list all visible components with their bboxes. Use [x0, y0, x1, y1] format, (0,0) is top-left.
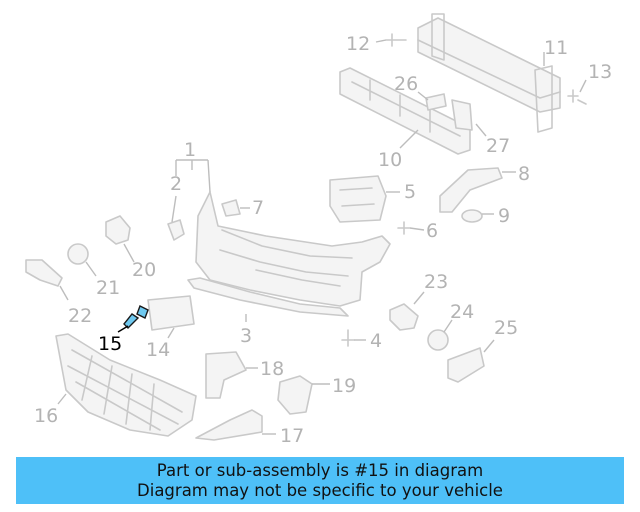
leader-10	[399, 129, 419, 149]
leader-20	[123, 243, 135, 263]
callout-6: 6	[426, 220, 438, 242]
part-24-cap	[427, 329, 449, 351]
callout-23: 23	[424, 271, 448, 293]
part-7-bracket	[221, 199, 241, 217]
part-3-spoiler	[187, 277, 349, 317]
callout-17: 17	[280, 425, 304, 447]
callout-3: 3	[240, 325, 252, 347]
part-26-bracket	[425, 93, 447, 111]
leader-22	[59, 285, 69, 301]
leader-14	[167, 327, 175, 339]
part-25-bracket	[447, 347, 485, 383]
leader-16	[57, 393, 67, 405]
parts-diagram: 1 2 3 4 5 6 7 8 9 10 11 12 13 14 15 16 1…	[25, 13, 612, 447]
part-19-cover	[277, 375, 313, 415]
part-4-screw	[341, 329, 355, 347]
leader-25	[483, 339, 495, 353]
callout-7: 7	[252, 197, 264, 219]
leader-12	[375, 39, 387, 43]
info-banner: Part or sub-assembly is #15 in diagram D…	[16, 457, 624, 504]
callout-8: 8	[518, 163, 530, 185]
part-6-screw	[397, 221, 411, 235]
callout-13: 13	[588, 61, 612, 83]
leader-23	[413, 291, 425, 305]
callout-21: 21	[96, 277, 120, 299]
callout-4: 4	[370, 330, 382, 352]
part-8-bracket	[439, 167, 503, 213]
leader-15	[117, 325, 129, 333]
callout-5: 5	[404, 181, 416, 203]
callout-25: 25	[494, 317, 518, 339]
part-13-bolt	[567, 89, 587, 105]
banner-line-2: Diagram may not be specific to your vehi…	[137, 480, 503, 500]
part-23-sensor	[389, 303, 419, 331]
part-20-sensor	[105, 215, 131, 245]
part-15-screw	[123, 305, 149, 329]
part-5-bracket	[329, 175, 387, 223]
part-16-grille	[55, 333, 197, 437]
callout-22: 22	[68, 305, 92, 327]
banner-line-1: Part or sub-assembly is #15 in diagram	[156, 460, 484, 480]
callout-26: 26	[394, 73, 418, 95]
leader-27	[475, 123, 487, 137]
callout-15: 15	[98, 333, 122, 355]
leader-2	[171, 195, 177, 223]
callout-18: 18	[260, 358, 284, 380]
callout-24: 24	[450, 301, 474, 323]
callout-16: 16	[34, 405, 58, 427]
leader-6	[409, 227, 425, 231]
part-1-bumper-cover	[195, 191, 391, 307]
part-17-trim	[195, 409, 263, 441]
part-14-plate-bracket	[147, 295, 195, 331]
callout-14: 14	[146, 339, 170, 361]
part-27-bracket	[451, 99, 473, 131]
part-22-bracket	[25, 259, 63, 287]
part-11-reinforcement-beam	[417, 13, 561, 133]
callout-27: 27	[486, 135, 510, 157]
callout-20: 20	[132, 259, 156, 281]
part-2-trim	[167, 219, 185, 241]
leader-26	[417, 91, 429, 101]
callout-2: 2	[170, 173, 182, 195]
part-10-energy-absorber	[339, 67, 471, 155]
leader-1	[175, 159, 211, 193]
callout-1: 1	[184, 139, 196, 161]
part-21-cap	[67, 243, 89, 265]
callout-12: 12	[346, 33, 370, 55]
callout-10: 10	[378, 149, 402, 171]
part-9-clip	[461, 209, 483, 223]
callout-11: 11	[544, 37, 568, 59]
leader-21	[85, 261, 97, 277]
part-18-bracket	[205, 351, 247, 399]
callout-19: 19	[332, 375, 356, 397]
part-12-bolt	[385, 33, 407, 47]
callout-9: 9	[498, 205, 510, 227]
leader-24	[443, 319, 453, 333]
leader-13	[579, 79, 587, 93]
